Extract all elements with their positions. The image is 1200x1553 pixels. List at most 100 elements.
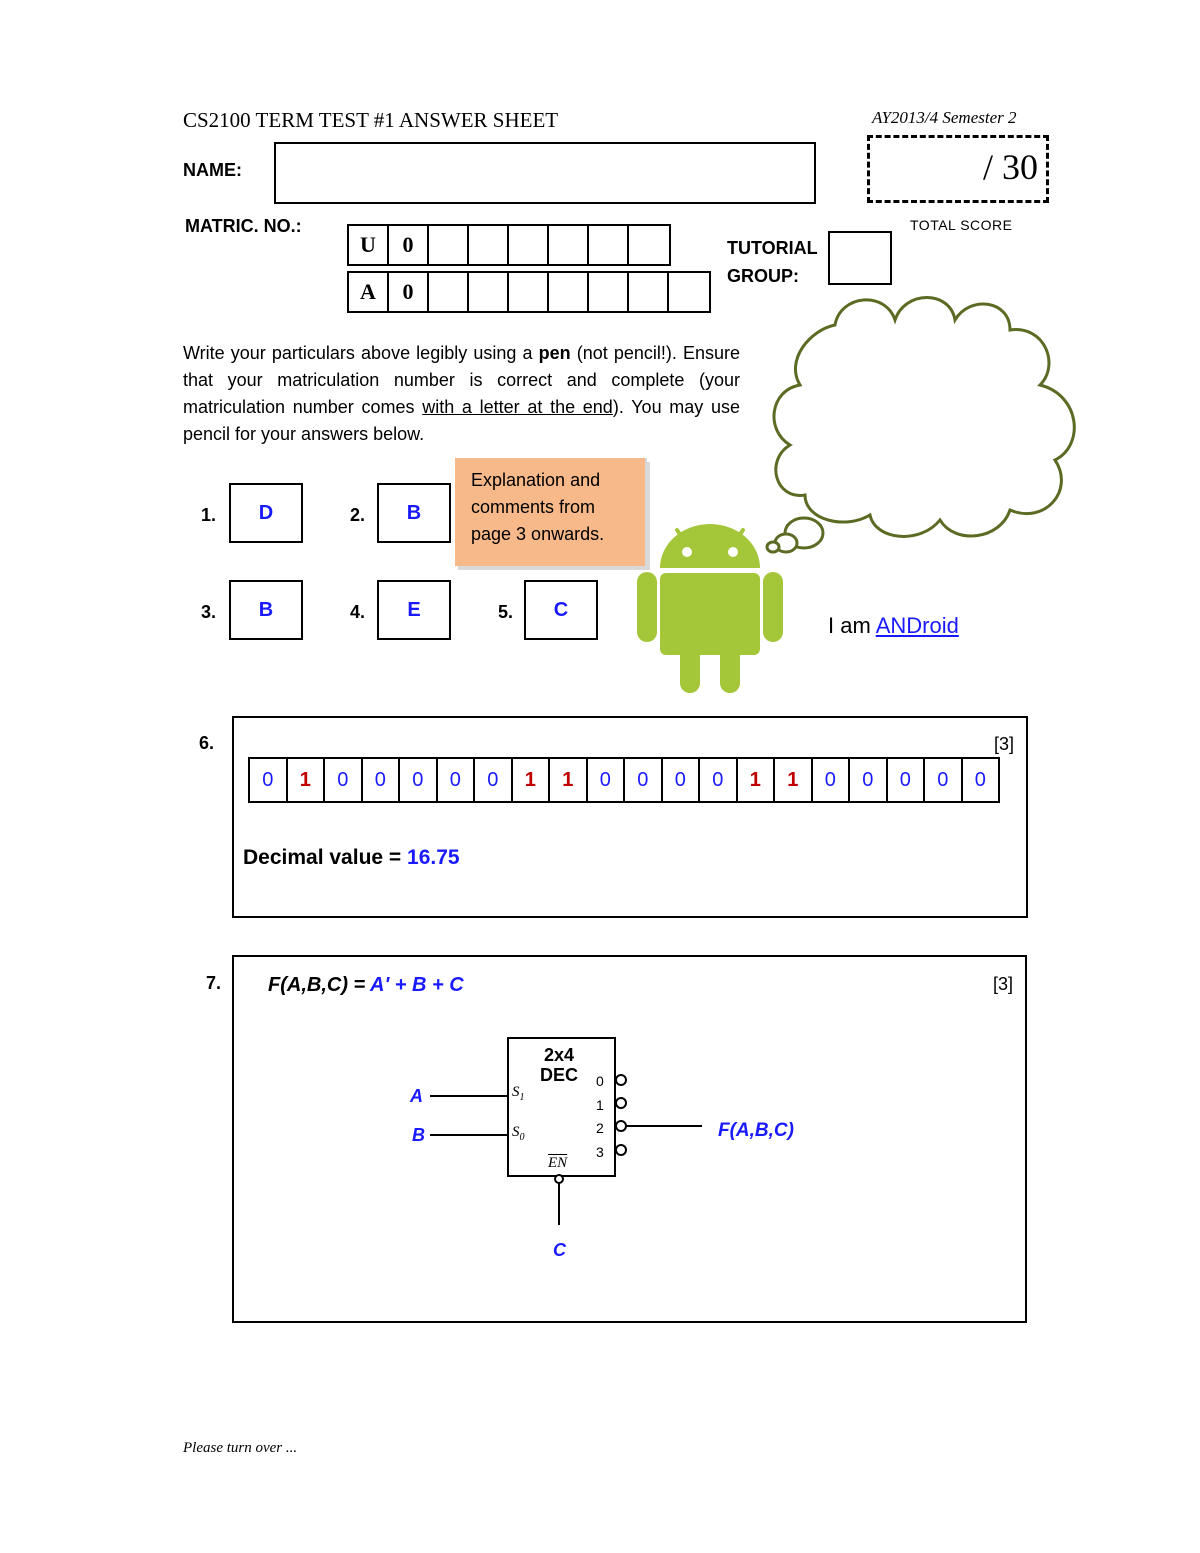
q6-decimal-value: 16.75 [407, 846, 460, 869]
output-1-bubble-icon [615, 1097, 627, 1109]
q6-decimal-line: Decimal value = 16.75 [243, 846, 460, 870]
tutorial-group-label: TUTORIAL GROUP: [727, 234, 818, 290]
input-a-label: A [410, 1086, 423, 1106]
thought-cloud-icon [765, 296, 1076, 554]
matric-cell[interactable] [509, 226, 549, 264]
name-label: NAME: [183, 160, 242, 180]
matric-cell[interactable] [589, 226, 629, 264]
matric-cell[interactable]: 0 [389, 273, 429, 311]
bit-cell[interactable]: 0 [475, 759, 513, 801]
semester-label: AY2013/4 Semester 2 [872, 108, 1017, 127]
instructions-pen: pen [538, 343, 571, 363]
bit-cell[interactable]: 0 [588, 759, 625, 801]
q7-function-line: F(A,B,C) = A' + B + C [268, 974, 464, 997]
bit-cell[interactable]: 0 [363, 759, 400, 801]
s0-sub: 0 [519, 1132, 525, 1143]
android-caption-text: I am [828, 613, 876, 638]
matric-cell[interactable]: A [349, 273, 389, 311]
bit-cell[interactable]: 0 [925, 759, 963, 801]
q6-number: 6. [199, 733, 215, 753]
enable-label: EN [548, 1155, 568, 1171]
bit-cell[interactable]: 0 [325, 759, 363, 801]
instructions-paragraph: Write your particulars above legibly usi… [183, 340, 740, 448]
bit-cell[interactable]: 1 [288, 759, 325, 801]
decoder-output-1-label: 1 [596, 1096, 604, 1113]
q5-answer-box[interactable]: C [524, 580, 598, 640]
q6-decimal-label: Decimal value = [243, 846, 408, 869]
decoder-output-0-label: 0 [596, 1073, 604, 1089]
bit-cell[interactable]: 0 [813, 759, 850, 801]
bit-cell[interactable]: 0 [850, 759, 888, 801]
score-label: TOTAL SCORE [910, 217, 1013, 233]
matric-cell[interactable] [549, 273, 589, 311]
enable-bubble-icon [554, 1174, 564, 1184]
decoder-title-1: 2x4 [543, 1045, 575, 1065]
tutorial-label-line1: TUTORIAL [727, 238, 818, 258]
q7-marks: [3] [992, 974, 1013, 994]
bit-cell[interactable]: 1 [513, 759, 550, 801]
matric-cell[interactable]: 0 [389, 226, 429, 264]
s1-sub: 1 [519, 1092, 525, 1103]
q5-number: 5. [498, 602, 514, 622]
android-link[interactable]: ANDroid [875, 613, 959, 638]
matric-cell[interactable] [629, 226, 669, 264]
matric-cell[interactable] [549, 226, 589, 264]
tutorial-group-field[interactable] [828, 231, 892, 285]
decoder-title-2: DEC [540, 1065, 579, 1085]
q1-number: 1. [201, 505, 217, 525]
bit-cell[interactable]: 0 [663, 759, 700, 801]
matric-cell[interactable] [429, 226, 469, 264]
total-score-box: / 30 [867, 135, 1049, 203]
bit-cell[interactable]: 0 [700, 759, 738, 801]
matric-cell[interactable] [669, 273, 709, 311]
bit-cell[interactable]: 1 [550, 759, 588, 801]
decoder-block [507, 1037, 616, 1177]
s0-letter: S [512, 1124, 520, 1140]
q2-answer-box[interactable]: B [377, 483, 451, 543]
q4-answer-box[interactable]: E [377, 580, 451, 640]
matric-cell[interactable]: U [349, 226, 389, 264]
name-field[interactable] [274, 142, 816, 204]
instructions-text-2: (not pencil!). Ensure that your matricul… [183, 343, 741, 417]
decoder-output-2-label: 2 [596, 1120, 604, 1136]
decoder-title: 2x4 DEC [540, 1045, 578, 1085]
q7-number: 7. [206, 973, 222, 993]
instructions-text-1: Write your particulars above legibly usi… [183, 343, 539, 363]
bit-cell[interactable]: 0 [974, 768, 986, 791]
output-2-bubble-icon [615, 1120, 627, 1132]
q6-marks: [3] [993, 734, 1014, 754]
bit-cell[interactable]: 1 [775, 759, 813, 801]
instructions-text-3: ). You may use pencil for your answers b… [183, 397, 741, 444]
bit-cell[interactable]: 0 [438, 759, 475, 801]
decoder-diagram [430, 1037, 702, 1225]
bit-cell[interactable]: 0 [400, 759, 438, 801]
matric-cell[interactable] [469, 226, 509, 264]
matric-cell[interactable] [629, 273, 669, 311]
explanation-note-text: Explanation and comments from page 3 onw… [471, 470, 605, 544]
bit-cell[interactable]: 1 [738, 759, 775, 801]
android-caption: I am ANDroid [828, 613, 959, 639]
bit-cell[interactable]: 0 [888, 759, 925, 801]
matric-cell[interactable] [509, 273, 549, 311]
footer-text: Please turn over ... [183, 1440, 298, 1456]
q7-function-value: A' + B + C [370, 974, 464, 996]
q7-answer-box: [3] [232, 955, 1027, 1323]
bit-cell[interactable]: 0 [625, 759, 663, 801]
page-title: CS2100 TERM TEST #1 ANSWER SHEET [183, 108, 559, 132]
q7-function-label: F(A,B,C) = [268, 974, 371, 996]
matric-cell[interactable] [469, 273, 509, 311]
q1-answer-box[interactable]: D [229, 483, 303, 543]
bit-cell[interactable]: 0 [250, 759, 288, 801]
matric-label: MATRIC. NO.: [185, 216, 302, 236]
matric-cell[interactable] [429, 273, 469, 311]
matric-cell[interactable] [589, 273, 629, 311]
instructions-underlined: with a letter at the end [422, 397, 613, 417]
tutorial-label-line2: GROUP: [727, 266, 799, 286]
output-function-label: F(A,B,C) [718, 1120, 794, 1141]
q3-answer-box[interactable]: B [229, 580, 303, 640]
s1-letter: S [512, 1084, 520, 1100]
